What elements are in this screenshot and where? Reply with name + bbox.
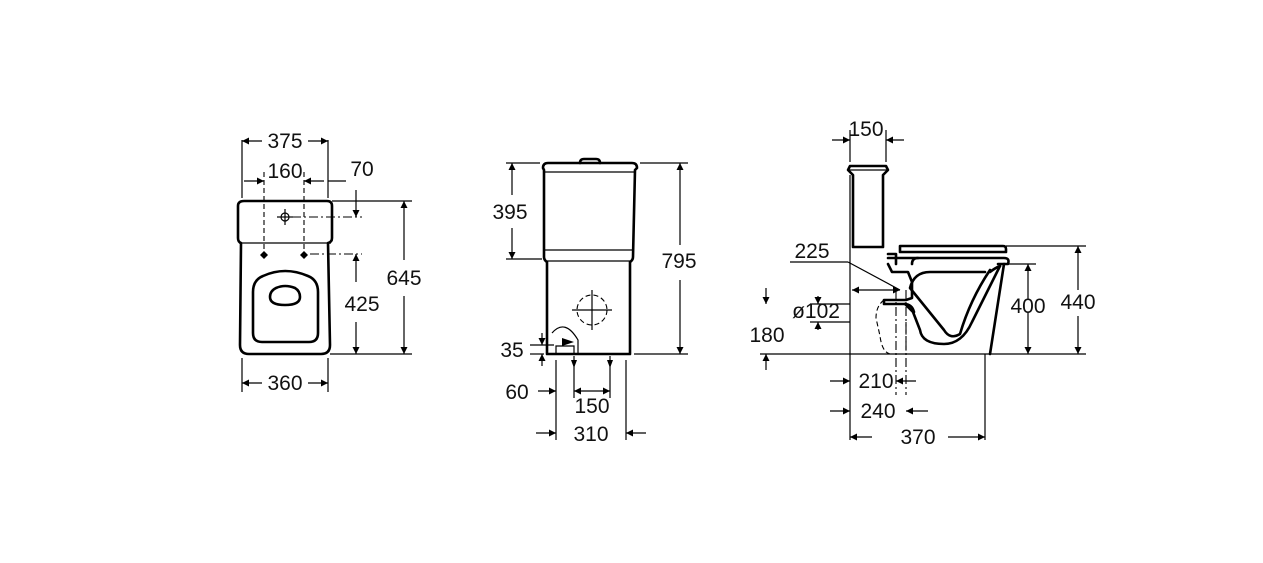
dim-width-bottom: 360 [267,372,302,395]
dim-base-length: 370 [900,426,935,449]
section-trap [882,262,916,314]
section-view: 150 225 ø102 180 400 440 210 240 370 [749,118,1095,449]
section-inlet-pipe [886,252,898,266]
dim-seat-height: 425 [344,293,379,316]
side-outlet-mark [572,290,612,330]
front-view: 375 160 70 645 425 360 [236,130,422,395]
dim-tank-height: 395 [492,201,527,224]
side-view: 395 795 35 60 150 310 [492,157,697,446]
dim-bowl-height: 400 [1010,295,1045,318]
section-rim [910,256,920,266]
dim-side-total-height: 795 [661,250,696,273]
section-seat [886,256,1010,266]
dim-width-top: 375 [267,130,302,153]
front-tank-outline [236,199,334,356]
dim-fixing-spacing: 150 [574,395,609,418]
inlet-center-mark [277,209,293,225]
dim-outlet-offset: 225 [794,240,829,263]
front-seat [251,269,320,344]
side-tank-button [578,157,602,165]
dim-outlet-height: 180 [749,324,784,347]
section-tank [846,164,890,249]
dim-outlet-dist-1: 210 [858,370,893,393]
dim-offset-right: 70 [350,158,373,181]
side-tank-outline [541,161,639,356]
fixing-mark-left [260,251,268,259]
side-inlet-curve [551,326,579,354]
dim-total-height: 645 [386,267,421,290]
section-bowl-outer [988,262,1006,356]
section-outlet-dashed [875,299,907,355]
side-inlet-box [555,345,575,355]
dim-inlet-height: 35 [500,339,523,362]
dim-outlet-diameter: ø102 [792,300,840,323]
dim-outlet-dist-2: 240 [860,400,895,423]
dim-tank-depth: 150 [848,118,883,141]
dim-inlet-spacing: 160 [267,160,302,183]
fixing-mark-right [300,251,308,259]
dim-base-depth: 310 [573,423,608,446]
front-seat-inner [268,284,302,307]
section-seat-lid [898,244,1008,254]
dim-section-seat-height: 440 [1060,291,1095,314]
section-bowl-inner [903,264,1002,346]
dim-inlet-offset: 60 [505,381,528,404]
section-bowl-lip [988,264,1002,274]
